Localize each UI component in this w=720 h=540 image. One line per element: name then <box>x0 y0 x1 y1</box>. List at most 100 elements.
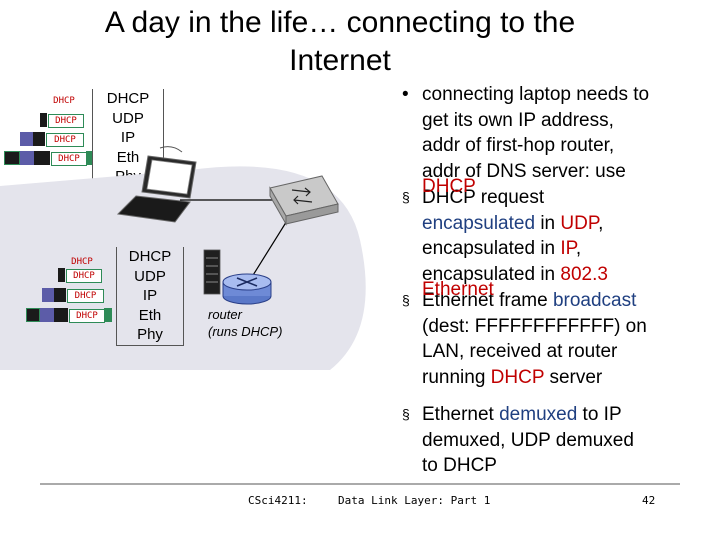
ethernet-word: Ethernet <box>422 404 500 425</box>
encapsulated-in-text: encapsulated in <box>422 263 561 285</box>
udp-word: UDP <box>560 212 599 234</box>
overlap-text-ethernet: Ethernet <box>422 279 494 300</box>
bullet-frame-line-2: (dest: FFFFFFFFFFFF) on <box>422 315 647 337</box>
udp-header <box>54 288 66 302</box>
udp-header <box>33 132 45 146</box>
bullet-main-line-1: connecting laptop needs to <box>422 84 650 105</box>
stack-layer-ip: IP <box>142 287 158 304</box>
stack-layer-phy: Phy <box>137 326 163 343</box>
eth-trailer <box>104 308 112 322</box>
title-line-1: A day in the life… connecting to the <box>104 6 576 39</box>
demuxed-word: demuxed <box>499 404 578 425</box>
eth-trailer <box>130 192 140 206</box>
ip-header <box>20 151 34 165</box>
stack-layer-phy: Phy <box>115 168 141 185</box>
bullet-main-line-4: addr of DNS server: use <box>422 160 626 182</box>
ethernet-word: Ethernet <box>422 290 494 311</box>
bullet-main-line-3: addr of first-hop router, <box>422 135 615 156</box>
packet-label: DHCP <box>48 114 84 128</box>
packet-eth-2: DHCP <box>26 308 114 323</box>
request-rest: request <box>475 187 545 208</box>
bullet-frame-line-1: Ethernet frame broadcast <box>422 288 712 314</box>
packet-dhcp-1: DHCP <box>46 94 82 108</box>
laptop-protocol-stack: DHCP UDP IP Eth Phy <box>92 89 164 188</box>
packet-ip-1: DHCP <box>20 132 84 147</box>
bullet-request: DHCP § DHCP request encapsulated in UDP,… <box>392 176 712 288</box>
ip-header <box>68 192 80 206</box>
to-ip-text: to IP <box>577 404 622 425</box>
running-word: running <box>422 366 491 388</box>
udp-header <box>58 268 65 282</box>
ip-header <box>20 132 33 146</box>
udp-header <box>34 151 50 165</box>
bullet-list: • connecting laptop needs to get its own… <box>392 82 712 479</box>
packet-ip-2: DHCP <box>42 288 104 303</box>
bullet-demux: § Ethernet demuxed to IP demuxed, UDP de… <box>392 402 712 479</box>
bullet-main: • connecting laptop needs to get its own… <box>392 82 712 184</box>
eth-header <box>54 192 68 206</box>
stack-layer-eth: Eth <box>116 148 140 166</box>
link-switch-router <box>249 215 291 281</box>
bullet-dot: • <box>402 84 409 105</box>
router-label-line-1: router <box>208 307 242 322</box>
router-label-line-2: (runs DHCP) <box>208 324 283 339</box>
eth-header <box>4 151 20 165</box>
slide-title: A day in the life… connecting to the Int… <box>40 4 640 80</box>
eth-header <box>26 308 40 322</box>
ip-header <box>40 308 54 322</box>
bullet-frame-line-4: running DHCP server <box>422 365 712 391</box>
packet-label: DHCP <box>66 269 102 283</box>
ip-word: IP <box>560 238 576 259</box>
bullet-request-line-1: DHCP request <box>422 185 712 211</box>
request-protocol: DHCP <box>422 187 476 208</box>
udp-header <box>80 192 90 206</box>
title-line-2: Internet <box>289 44 391 77</box>
footer-topic: Data Link Layer: Part 1 <box>338 494 491 507</box>
packet-udp-1: DHCP <box>40 113 84 128</box>
comma: , <box>575 238 582 259</box>
bullet-demux-line-3: to DHCP <box>422 455 497 476</box>
server-word: server <box>544 366 603 388</box>
udp-header <box>40 113 47 127</box>
packet-on-wire: DHCP <box>54 192 140 206</box>
stack-layer-udp: UDP <box>112 109 144 127</box>
bullet-marker: § <box>402 189 410 205</box>
bullet-marker: § <box>402 406 410 422</box>
comma: , <box>598 212 604 234</box>
bullet-request-line-3: encapsulated in IP, <box>422 236 712 262</box>
server-icon <box>203 249 221 295</box>
stack-layer-dhcp: DHCP <box>128 248 172 265</box>
bullet-frame-line-3: LAN, received at router <box>422 341 618 362</box>
bullet-frame: Ethernet § Ethernet frame broadcast (des… <box>392 279 712 391</box>
bullet-marker: § <box>402 292 410 308</box>
footer-course: CSci4211: <box>248 494 308 507</box>
packet-label: DHCP <box>90 193 128 205</box>
packet-label: DHCP <box>53 96 75 106</box>
in-word: in <box>535 212 561 234</box>
packet-label: DHCP <box>67 289 104 303</box>
switch-icon <box>269 175 339 226</box>
bullet-main-line-2: get its own IP address, <box>422 109 614 131</box>
packet-eth-1: DHCP <box>4 151 92 166</box>
packet-label: DHCP <box>69 309 105 323</box>
overlap-text-dhcp: DHCP <box>422 176 476 197</box>
packet-dhcp-2: DHCP <box>64 255 100 269</box>
bullet-demux-line-2: demuxed, UDP demuxed <box>422 429 634 451</box>
stack-layer-eth: Eth <box>138 306 162 324</box>
stack-layer-udp: UDP <box>134 267 166 285</box>
ip-header <box>42 288 54 302</box>
stack-layer-ip: IP <box>120 129 136 146</box>
bullet-request-line-2: encapsulated in UDP, <box>422 211 712 237</box>
packet-label: DHCP <box>46 133 84 147</box>
bullet-demux-line-1: Ethernet demuxed to IP <box>422 402 712 428</box>
stack-layer-dhcp: DHCP <box>106 90 150 107</box>
eth-trailer <box>86 151 92 165</box>
ieee-802-3-word: 802.3 <box>560 263 608 285</box>
broadcast-word: broadcast <box>552 290 637 311</box>
packet-label: DHCP <box>51 152 87 166</box>
dhcp-word: DHCP <box>490 366 545 388</box>
router-protocol-stack: DHCP UDP IP Eth Phy <box>116 247 184 346</box>
footer-page-number: 42 <box>642 494 656 507</box>
bullet-request-line-4: encapsulated in 802.3 <box>422 262 712 288</box>
packet-udp-2: DHCP <box>58 268 102 283</box>
